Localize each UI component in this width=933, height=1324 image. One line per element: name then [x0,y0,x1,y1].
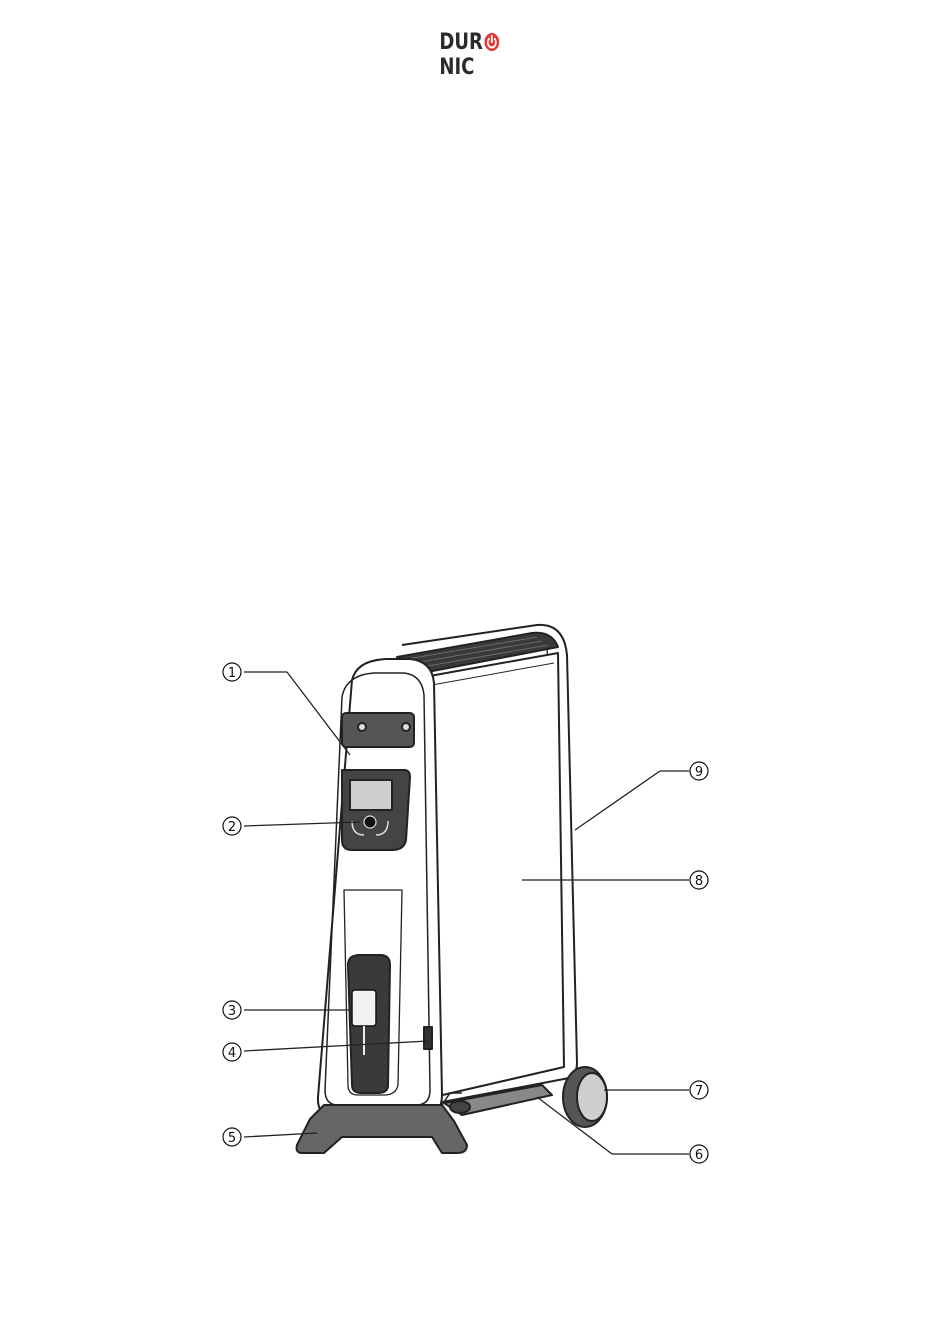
logo-prefix: DUR [439,30,483,55]
callout-3-label: 3 [228,1004,236,1019]
callout-1: 1 [223,663,241,681]
callout-3: 3 [223,1001,241,1019]
feet [297,1105,467,1153]
callout-8: 8 [690,871,708,889]
lcd-display [350,780,392,810]
callout-4-label: 4 [228,1046,236,1061]
callout-4: 4 [223,1043,241,1061]
callout-1-label: 1 [228,666,236,681]
heater-diagram: 1 2 3 4 5 6 7 8 [192,585,732,1200]
callout-8-label: 8 [695,874,703,889]
callout-2-label: 2 [228,820,236,835]
callout-5: 5 [223,1128,241,1146]
power-icon [484,32,500,52]
callout-7-label: 7 [695,1084,703,1099]
callout-2: 2 [223,817,241,835]
heater-illustration: 1 2 3 4 5 6 7 8 [192,585,732,1200]
callout-9-label: 9 [695,765,703,780]
logo-suffix: NIC [439,55,474,80]
callout-6-label: 6 [695,1148,703,1163]
power-plug [352,990,376,1026]
safety-switch [424,1027,432,1049]
side-panel [424,653,564,1097]
callout-5-label: 5 [228,1131,236,1146]
callout-6: 6 [690,1145,708,1163]
callout-7: 7 [690,1081,708,1099]
brand-logo: DURNIC [430,40,534,70]
brand-logo-text: DURNIC [439,30,524,80]
callout-9: 9 [690,762,708,780]
